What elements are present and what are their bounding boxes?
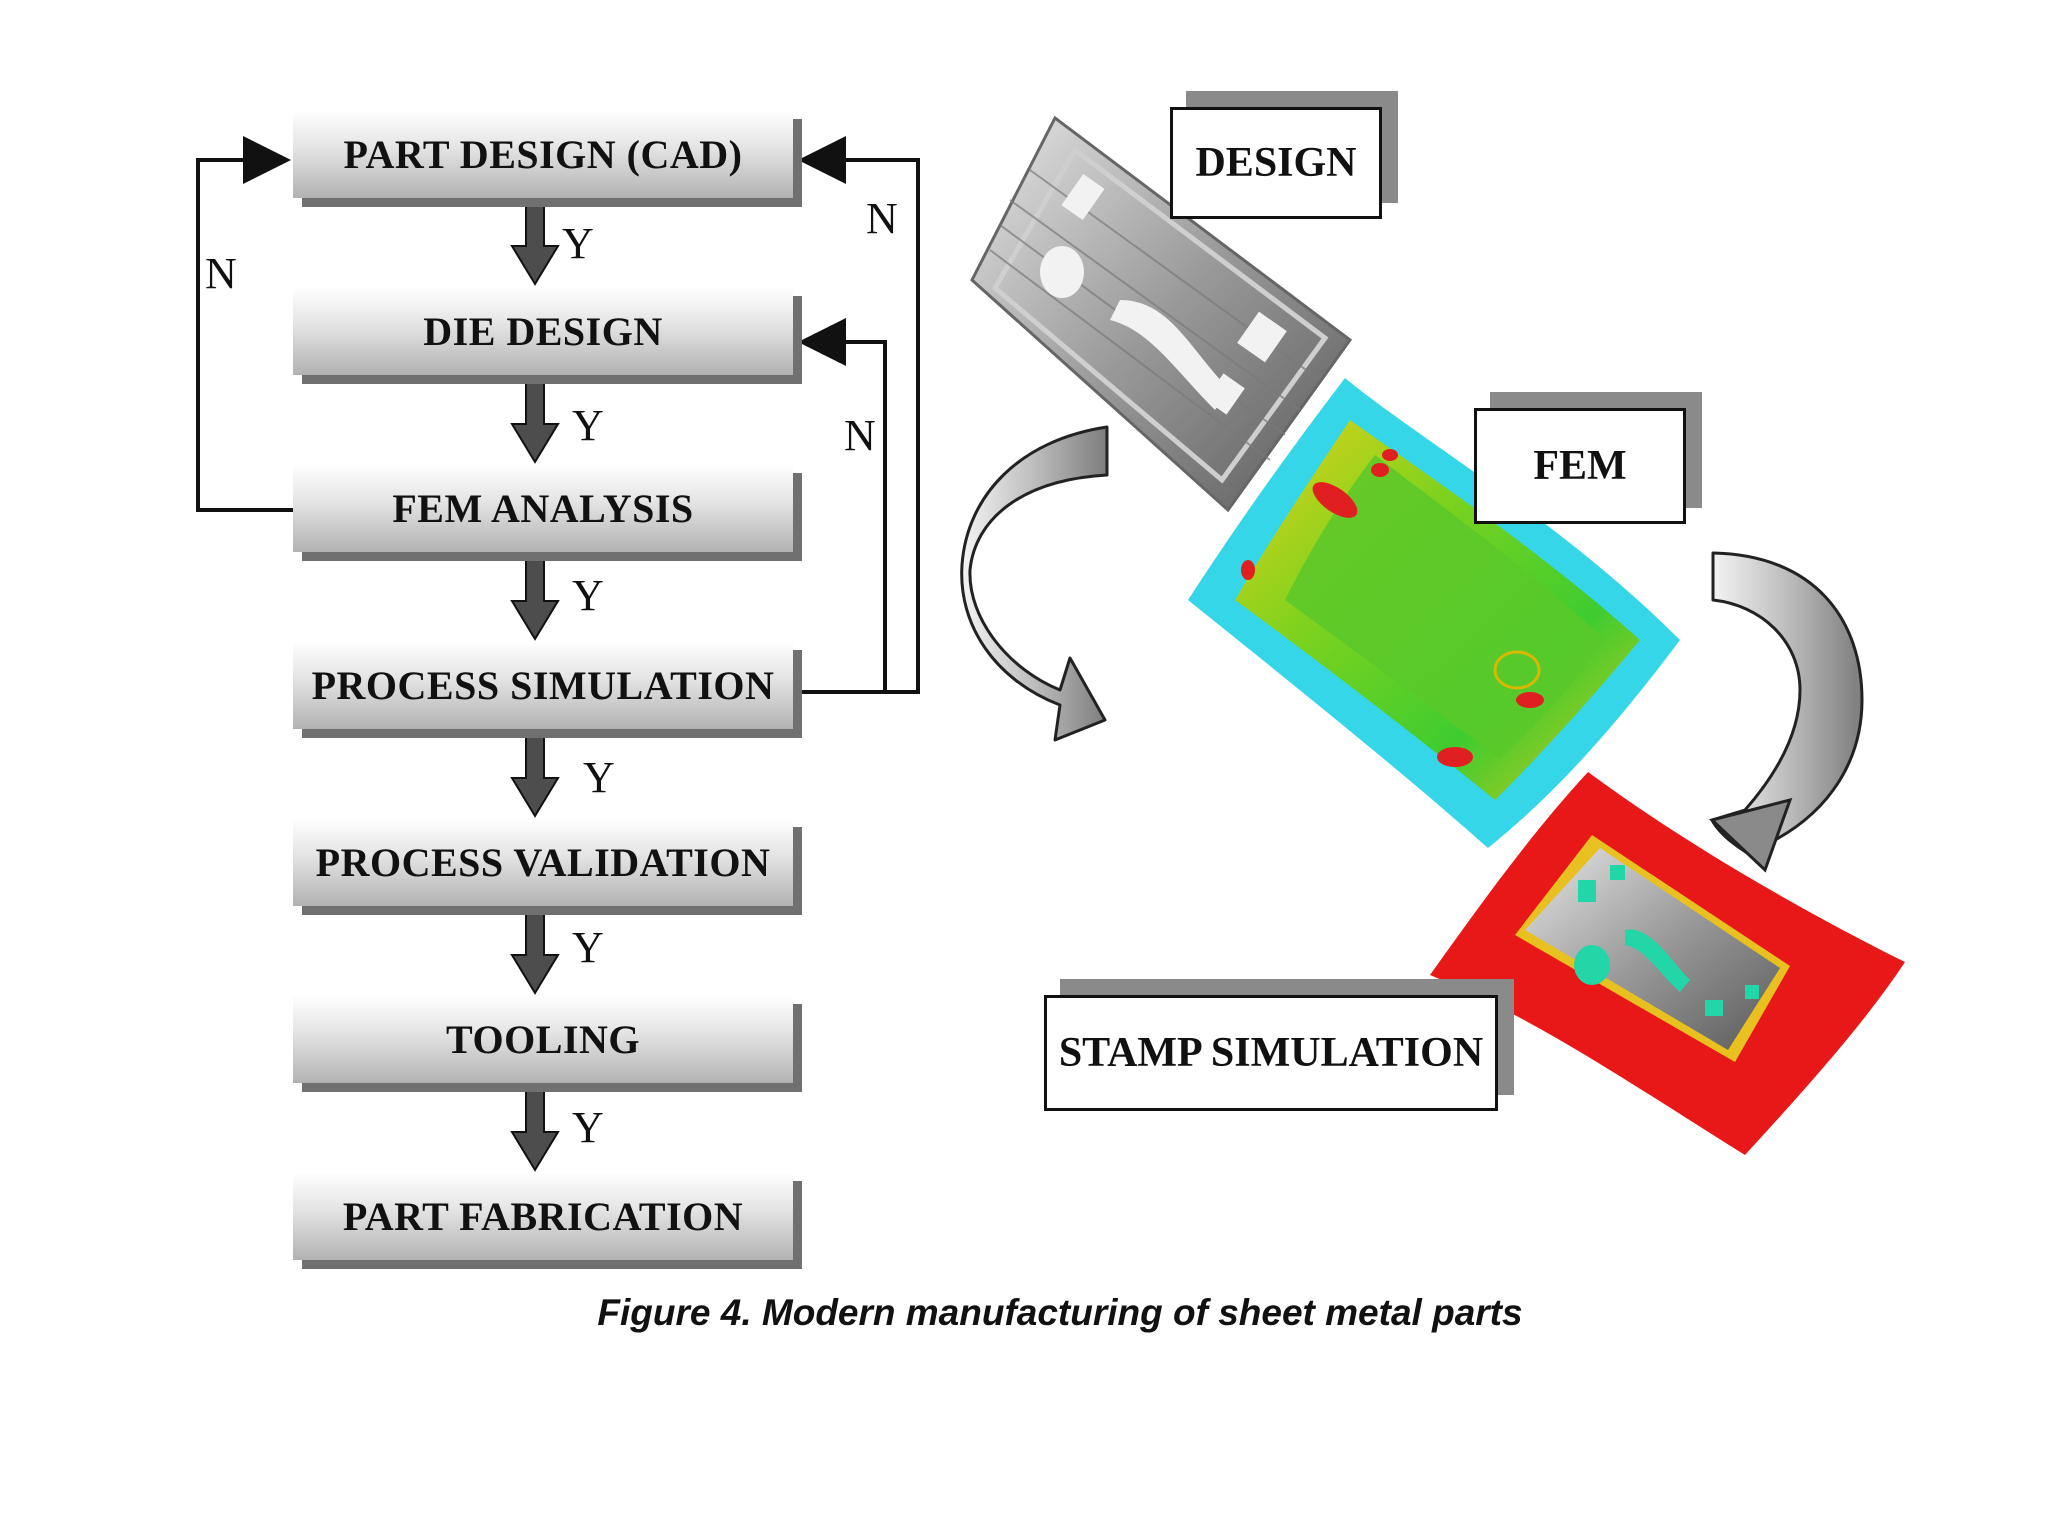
step-die-design-label: DIE DESIGN bbox=[423, 308, 663, 354]
yes-label-2: Y bbox=[572, 401, 604, 450]
step-tooling-label: TOOLING bbox=[446, 1016, 640, 1062]
step-fem-analysis-label: FEM ANALYSIS bbox=[392, 485, 694, 531]
no-label-right-outer: N bbox=[866, 194, 898, 243]
no-label-right-inner: N bbox=[844, 411, 876, 460]
figure-caption: Figure 4. Modern manufacturing of sheet … bbox=[597, 1292, 1523, 1333]
tag-design: DESIGN bbox=[1170, 107, 1382, 219]
fem-part-image bbox=[1188, 378, 1680, 848]
step-process-simulation-label: PROCESS SIMULATION bbox=[311, 662, 775, 708]
step-fem-analysis: FEM ANALYSIS bbox=[293, 464, 793, 552]
step-part-design-label: PART DESIGN (CAD) bbox=[343, 131, 743, 177]
loop-sim-to-part-design bbox=[793, 136, 920, 694]
design-part-image bbox=[970, 115, 1353, 513]
yes-label-6: Y bbox=[572, 1103, 604, 1152]
loop-fem-to-part-design bbox=[196, 136, 293, 512]
no-label-left: N bbox=[205, 249, 237, 298]
loop-sim-to-die-design bbox=[798, 318, 887, 692]
yes-label-4: Y bbox=[583, 753, 615, 802]
step-tooling: TOOLING bbox=[293, 995, 793, 1083]
step-part-fabrication-label: PART FABRICATION bbox=[342, 1193, 744, 1239]
step-part-design: PART DESIGN (CAD) bbox=[293, 110, 793, 198]
yes-arrow-6 bbox=[510, 1082, 560, 1172]
step-process-validation: PROCESS VALIDATION bbox=[293, 818, 793, 906]
yes-label-1: Y bbox=[562, 219, 594, 268]
step-die-design: DIE DESIGN bbox=[293, 287, 793, 375]
tag-stamp-simulation-label: STAMP SIMULATION bbox=[1058, 1030, 1484, 1076]
yes-arrow-3 bbox=[510, 551, 560, 641]
no-loops bbox=[196, 136, 920, 694]
yes-label-3: Y bbox=[572, 571, 604, 620]
tag-design-label: DESIGN bbox=[1195, 140, 1357, 186]
yes-arrow-5 bbox=[510, 905, 560, 995]
yes-arrow-4 bbox=[510, 728, 560, 818]
yes-label-5: Y bbox=[572, 923, 604, 972]
curved-arrow-fem-to-stamp-head bbox=[1708, 797, 1793, 873]
tag-stamp-simulation: STAMP SIMULATION bbox=[1044, 995, 1498, 1111]
stamp-part-image bbox=[1430, 772, 1905, 1155]
yes-arrow-1 bbox=[510, 196, 560, 286]
yes-arrows bbox=[510, 196, 560, 1172]
tag-fem: FEM bbox=[1474, 408, 1686, 524]
curved-arrow-design-to-fem bbox=[960, 425, 1109, 742]
step-process-validation-label: PROCESS VALIDATION bbox=[315, 839, 771, 885]
yes-arrow-2 bbox=[510, 374, 560, 464]
step-part-fabrication: PART FABRICATION bbox=[293, 1172, 793, 1260]
tag-fem-label: FEM bbox=[1533, 443, 1627, 489]
step-process-simulation: PROCESS SIMULATION bbox=[293, 641, 793, 729]
